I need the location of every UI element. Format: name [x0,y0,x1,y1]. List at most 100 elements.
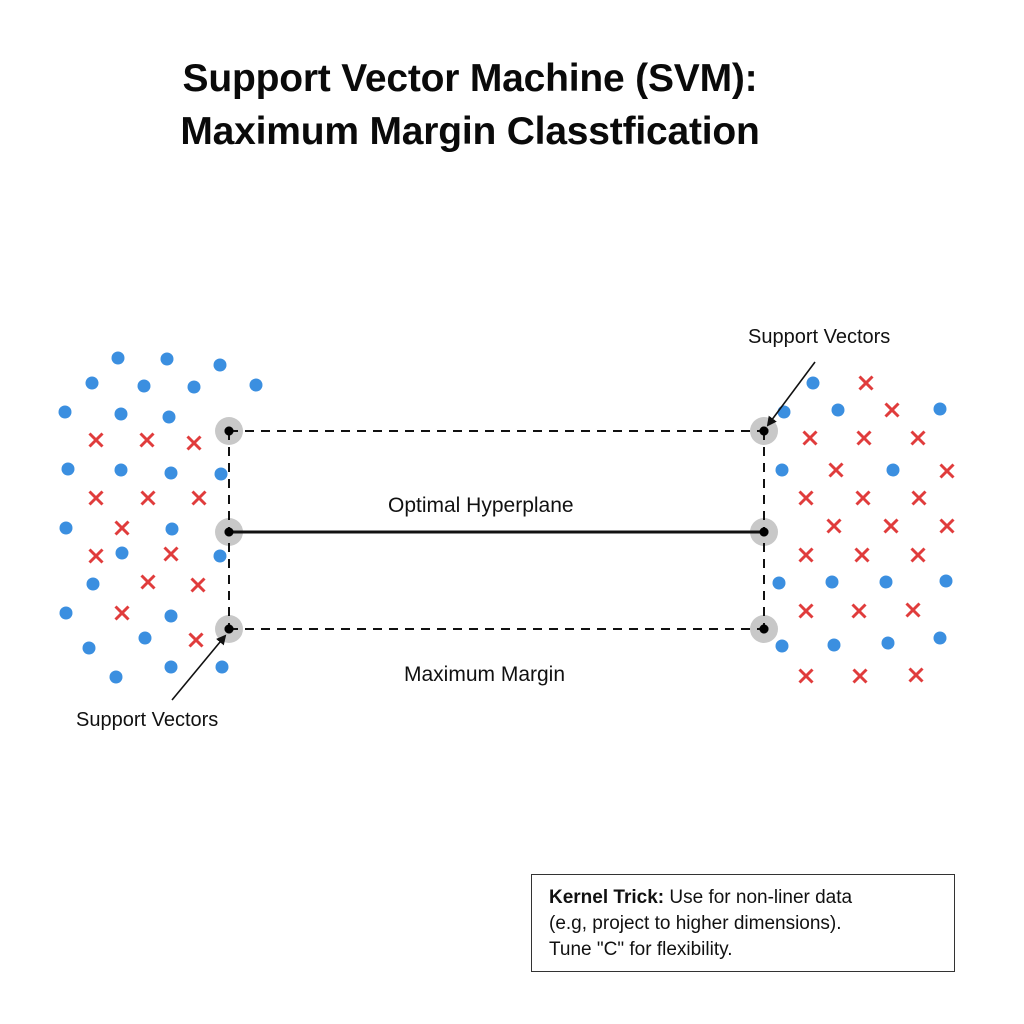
class-circle-point [137,379,151,393]
support-vector-dot [759,527,769,537]
class-cross-point [854,547,870,563]
support-vectors-label-bottom-left: Support Vectors [76,709,219,731]
maximum-margin-label: Maximum Margin [404,663,566,686]
class-circle-point [86,577,100,591]
class-circle-point [825,575,839,589]
class-circle-point [187,380,201,394]
note-heading: Kernel Trick: [549,887,665,908]
class-cross-point [190,577,206,593]
class-cross-point [828,462,844,478]
annotation-arrows [171,361,816,701]
class-cross-point [188,632,204,648]
class-circle-point [772,576,786,590]
class-circle-point [164,466,178,480]
class-circle-point [115,546,129,560]
margin-lines [228,430,765,630]
class-cross-point [939,463,955,479]
support-vectors [215,417,778,643]
class-circle-point [85,376,99,390]
title-line-2: Maximum Margin Classtfication [180,110,760,153]
class-circle-point [164,660,178,674]
class-cross-point [139,432,155,448]
class-cross-point [910,430,926,446]
class-circle-point [827,638,841,652]
class-circle-point [59,521,73,535]
class-circle-point [215,660,229,674]
class-cross-point [186,435,202,451]
class-cross-point [883,518,899,534]
class-circle-point [111,351,125,365]
class-circle-point [214,467,228,481]
support-vectors-label-top-right: Support Vectors [748,326,891,348]
class-cross-point [802,430,818,446]
class-circle-point [164,609,178,623]
class-cross-point [826,518,842,534]
class-circle-point [82,641,96,655]
class-circle-point [249,378,263,392]
support-vector-dot [224,426,234,436]
class-cross-point [114,605,130,621]
class-circle-point [138,631,152,645]
class-cross-point [905,602,921,618]
class-circle-point [213,358,227,372]
note-line-1: Kernel Trick: Use for non-liner data [549,885,937,911]
class-circle-point [165,522,179,536]
support-vectors-arrow-bottom-left [171,634,227,701]
class-circle-point [879,575,893,589]
optimal-hyperplane-label: Optimal Hyperplane [388,494,574,517]
note-line-1-text: Use for non-liner data [664,887,853,908]
class-circle-point [58,405,72,419]
class-circle-point [59,606,73,620]
class-circle-point [881,636,895,650]
class-cross-point [856,430,872,446]
class-cross-point [114,520,130,536]
class-cross-point [191,490,207,506]
class-circle-point [806,376,820,390]
support-vector-dot [224,527,234,537]
class-cross-point [884,402,900,418]
class-circle-point [775,463,789,477]
title-line-1: Support Vector Machine (SVM): [182,57,758,100]
class-cross-point [851,603,867,619]
class-cross-point [88,548,104,564]
class-circle-point [933,402,947,416]
class-circle-point [160,352,174,366]
support-vector-dot [759,426,769,436]
class-cross-point [858,375,874,391]
class-cross-point [140,574,156,590]
class-cross-point [798,547,814,563]
kernel-trick-note: Kernel Trick: Use for non-liner data (e.… [531,874,955,972]
class-cross-point [88,490,104,506]
class-circle-point [109,670,123,684]
class-cross-point [855,490,871,506]
class-circle-point [886,463,900,477]
class-cross-point [911,490,927,506]
class-circle-point [213,549,227,563]
class-circle-point [831,403,845,417]
diagram-title: Support Vector Machine (SVM): Maximum Ma… [0,52,940,158]
note-line-3: Tune "C" for flexibility. [549,939,733,960]
class-cross-point [88,432,104,448]
class-cross-point [908,667,924,683]
class-cross-point [910,547,926,563]
class-cross-point [798,490,814,506]
class-circle-point [939,574,953,588]
class-cross-point [140,490,156,506]
class-cross-point [798,668,814,684]
note-line-2: (e.g, project to higher dimensions). [549,913,842,934]
class-circle-point [114,463,128,477]
class-cross-point [852,668,868,684]
class-cross-point [163,546,179,562]
class-cross-point [798,603,814,619]
support-vectors-arrow-top-right [766,361,816,427]
data-points [58,351,955,684]
class-cross-point [939,518,955,534]
class-circle-point [777,405,791,419]
class-circle-point [114,407,128,421]
class-circle-point [61,462,75,476]
class-circle-point [162,410,176,424]
class-circle-point [933,631,947,645]
class-circle-point [775,639,789,653]
support-vector-dot [759,624,769,634]
